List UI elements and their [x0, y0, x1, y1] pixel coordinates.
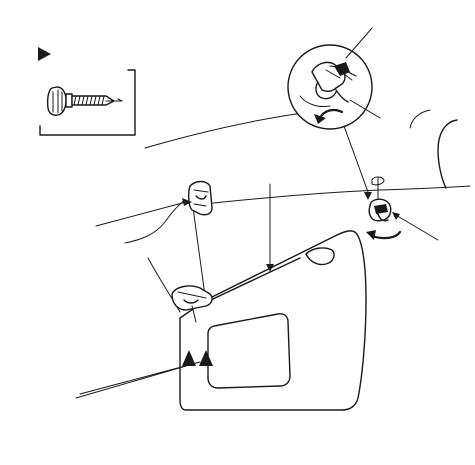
legend-box — [39, 69, 136, 136]
detail-view — [287, 44, 373, 130]
black-triangle-icon — [182, 350, 196, 366]
leader-clip-rotate — [393, 213, 439, 241]
black-triangle-right-icon — [38, 47, 51, 61]
screw-markers — [182, 350, 213, 366]
black-triangle-icon — [199, 350, 213, 366]
leader-detail-view — [345, 27, 373, 59]
curved-arrow-icon — [314, 108, 344, 124]
leader-visor-arrowhead — [266, 264, 274, 272]
headliner-outline — [144, 109, 471, 206]
leader-hinge-arrowhead — [182, 198, 192, 206]
leader-detail-inner-part — [349, 99, 381, 119]
leader-screw-locations-b — [79, 361, 201, 395]
detail-clip-part — [299, 61, 357, 107]
leader-clip-arrowhead — [392, 212, 400, 220]
fastener-legend — [38, 47, 136, 136]
vanity-mirror — [207, 313, 291, 389]
detail-connector-line — [343, 125, 369, 193]
visor-clip — [368, 176, 392, 222]
lower-hinge-bracket — [171, 285, 213, 323]
upper-hinge-bracket — [187, 180, 213, 216]
leader-upper-hinge-bracket — [95, 201, 187, 227]
self-tapping-screw-icon — [46, 86, 123, 116]
detail-connector-arrowhead — [364, 192, 372, 200]
sun-visor-body — [179, 230, 367, 411]
leader-screw-locations-a — [75, 365, 187, 399]
curved-arrow-icon — [366, 230, 402, 240]
